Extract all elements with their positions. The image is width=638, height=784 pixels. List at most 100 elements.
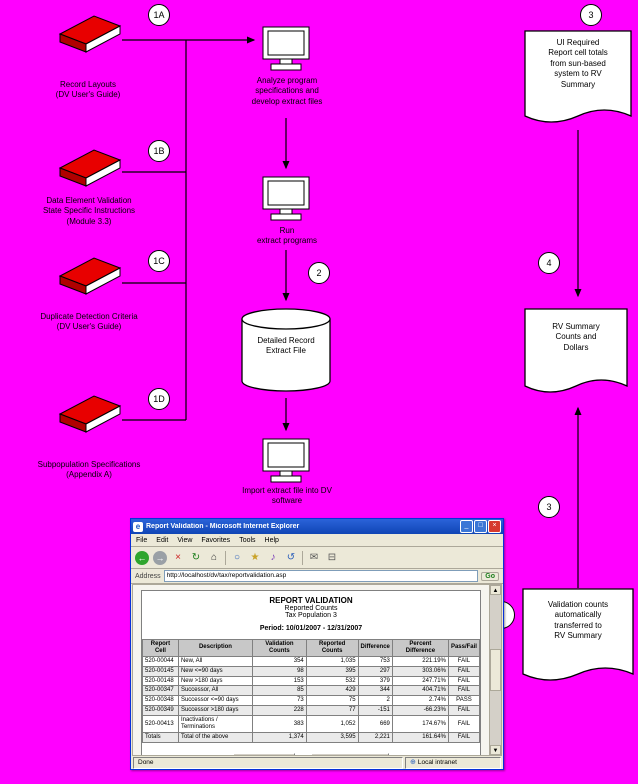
computer-monitor-icon (262, 26, 310, 77)
table-cell: FAIL (447, 731, 481, 743)
history-icon[interactable]: ↺ (286, 551, 296, 563)
document-label: RV Summary Counts and Dollars (552, 322, 600, 352)
monitor-label: Analyze program specifications and devel… (251, 76, 323, 106)
document-label: Validation counts automatically transfer… (547, 600, 609, 641)
table-cell: 520-00348 (142, 695, 179, 707)
column-header: Pass/Fail (447, 639, 481, 657)
table-cell: New, All (177, 655, 253, 667)
view-report-button[interactable]: View Report in Excel (311, 752, 390, 755)
favorites-icon[interactable]: ★ (250, 551, 260, 563)
column-header: Validation Counts (251, 639, 307, 657)
table-cell: PASS (447, 695, 481, 707)
table-cell: Successor >180 days (177, 705, 253, 717)
column-header: Difference (357, 639, 393, 657)
scroll-up-icon[interactable]: ▲ (490, 585, 501, 595)
table-cell: Total of the above (177, 731, 253, 743)
address-input[interactable]: http://localhost/dv/tax/reportvalidation… (163, 570, 479, 582)
back-icon[interactable]: ← (135, 550, 149, 565)
home-icon[interactable]: ⌂ (210, 551, 218, 563)
page-content: REPORT VALIDATION Reported Counts Tax Po… (132, 584, 502, 756)
report-title: REPORT VALIDATION (269, 596, 353, 605)
table-cell: Successor <=90 days (177, 695, 253, 707)
address-label: Address (135, 572, 161, 580)
table-cell: 1,052 (305, 715, 359, 733)
menu-edit[interactable]: Edit (156, 536, 169, 544)
print-icon[interactable]: ⊟ (327, 551, 337, 563)
table-cell: 174.67% (391, 715, 449, 733)
book-icon (58, 254, 122, 311)
go-button[interactable]: Go (481, 571, 499, 581)
intranet-zone-icon: ⊕ (410, 758, 416, 766)
menu-view[interactable]: View (177, 536, 193, 544)
table-cell: 532 (305, 675, 359, 687)
table-cell: 247.71% (391, 675, 449, 687)
book-label: Subpopulation Specifications (Appendix A… (37, 460, 141, 480)
cylinder-label: Detailed Record Extract File (257, 336, 315, 356)
table-cell: 404.71% (391, 685, 449, 697)
table-cell: FAIL (447, 715, 481, 733)
browser-addressbar: Address http://localhost/dv/tax/reportva… (131, 569, 503, 584)
step-circle-3-top: 3 (580, 4, 602, 26)
browser-toolbar: ← → × ↻ ⌂ ○ ★ ♪ ↺ ✉ ⊟ (131, 547, 503, 569)
table-cell: FAIL (447, 675, 481, 687)
document-label: UI Required Report cell totals from sun-… (548, 38, 608, 89)
menu-tools[interactable]: Tools (239, 536, 256, 544)
table-cell: FAIL (447, 685, 481, 697)
report-buttons: Add Comments View Report in Excel (142, 752, 480, 755)
close-button[interactable]: × (488, 520, 501, 533)
vertical-scrollbar[interactable]: ▲ ▼ (489, 585, 501, 755)
table-cell: 383 (251, 715, 307, 733)
browser-titlebar[interactable]: e Report Validation - Microsoft Internet… (131, 519, 503, 534)
maximize-button[interactable]: □ (474, 520, 487, 533)
step-circle-1a: 1A (148, 4, 170, 26)
menu-help[interactable]: Help (264, 536, 279, 544)
table-cell: FAIL (447, 655, 481, 667)
search-icon[interactable]: ○ (233, 551, 241, 563)
add-comments-button[interactable]: Add Comments (232, 752, 296, 755)
browser-menubar: File Edit View Favorites Tools Help (131, 534, 503, 547)
table-cell: New >180 days (177, 675, 253, 687)
monitor-label: Run extract programs (256, 226, 318, 246)
mail-icon[interactable]: ✉ (309, 551, 319, 563)
table-cell: FAIL (447, 665, 481, 677)
table-cell: 161.64% (391, 731, 449, 743)
book-icon (58, 146, 122, 203)
table-cell: 221.19% (391, 655, 449, 667)
menu-favorites[interactable]: Favorites (201, 536, 231, 544)
menu-file[interactable]: File (136, 536, 148, 544)
ie-logo-icon: e (133, 521, 143, 532)
table-cell: 3,595 (305, 731, 359, 743)
monitor-label: Import extract file into DV software (242, 486, 332, 506)
scroll-down-icon[interactable]: ▼ (490, 745, 501, 755)
column-header: Reported Counts (305, 639, 359, 657)
report-population: Tax Population 3 (285, 612, 337, 619)
table-cell: 2,221 (357, 731, 393, 743)
zone-label: Local intranet (417, 758, 457, 766)
book-icon (58, 12, 122, 69)
refresh-icon[interactable]: ↻ (191, 551, 201, 563)
table-cell: 228 (251, 705, 307, 717)
computer-monitor-icon (262, 176, 310, 227)
table-cell: Totals (142, 731, 179, 743)
table-cell: 1,035 (305, 655, 359, 667)
window-title: Report Validation - Microsoft Internet E… (146, 523, 300, 530)
table-cell: 297 (357, 665, 393, 677)
table-cell: 1,374 (251, 731, 307, 743)
minimize-button[interactable]: _ (460, 520, 473, 533)
book-icon (58, 392, 122, 449)
table-cell: 85 (251, 685, 307, 697)
status-text: Done (133, 756, 403, 769)
table-cell: -151 (357, 705, 393, 717)
table-cell: 520-00145 (142, 665, 179, 677)
report-period: Period: 10/01/2007 - 12/31/2007 (259, 625, 363, 632)
media-icon[interactable]: ♪ (270, 551, 276, 563)
scrollbar-thumb[interactable] (490, 649, 501, 691)
stop-icon[interactable]: × (175, 551, 181, 563)
report-box: REPORT VALIDATION Reported Counts Tax Po… (141, 590, 481, 755)
forward-icon[interactable]: → (153, 550, 167, 565)
